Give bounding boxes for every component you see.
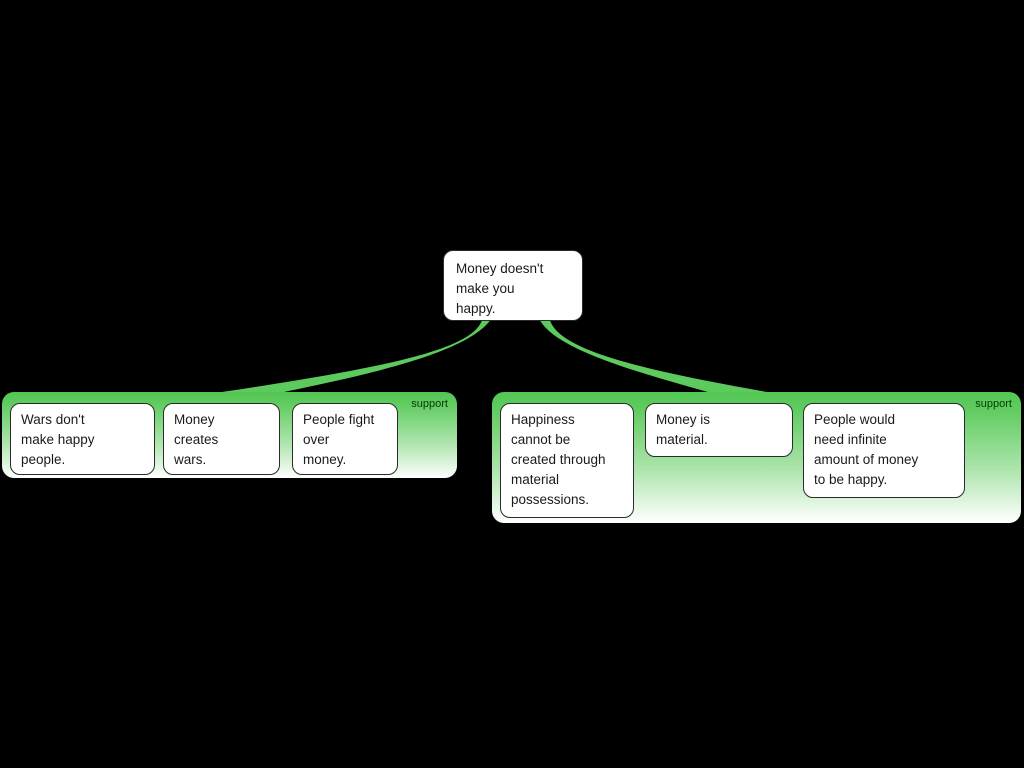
- claim-node[interactable]: Money is material.: [645, 403, 793, 457]
- claim-node[interactable]: Happiness cannot be created through mate…: [500, 403, 634, 518]
- claim-node[interactable]: Wars don't make happy people.: [10, 403, 155, 475]
- claim-node[interactable]: People fight over money.: [292, 403, 398, 475]
- support-group-label: support: [411, 398, 448, 410]
- support-group-right[interactable]: support Happiness cannot be created thro…: [492, 392, 1021, 523]
- support-group-label: support: [975, 398, 1012, 410]
- claim-node[interactable]: Money creates wars.: [163, 403, 280, 475]
- support-connector-left: [195, 316, 493, 396]
- support-group-left[interactable]: support Wars don't make happy people. Mo…: [2, 392, 457, 478]
- claim-node-root[interactable]: Money doesn't make you happy.: [443, 250, 583, 321]
- claim-node[interactable]: People would need infinite amount of mon…: [803, 403, 965, 498]
- support-connector-right: [538, 316, 790, 396]
